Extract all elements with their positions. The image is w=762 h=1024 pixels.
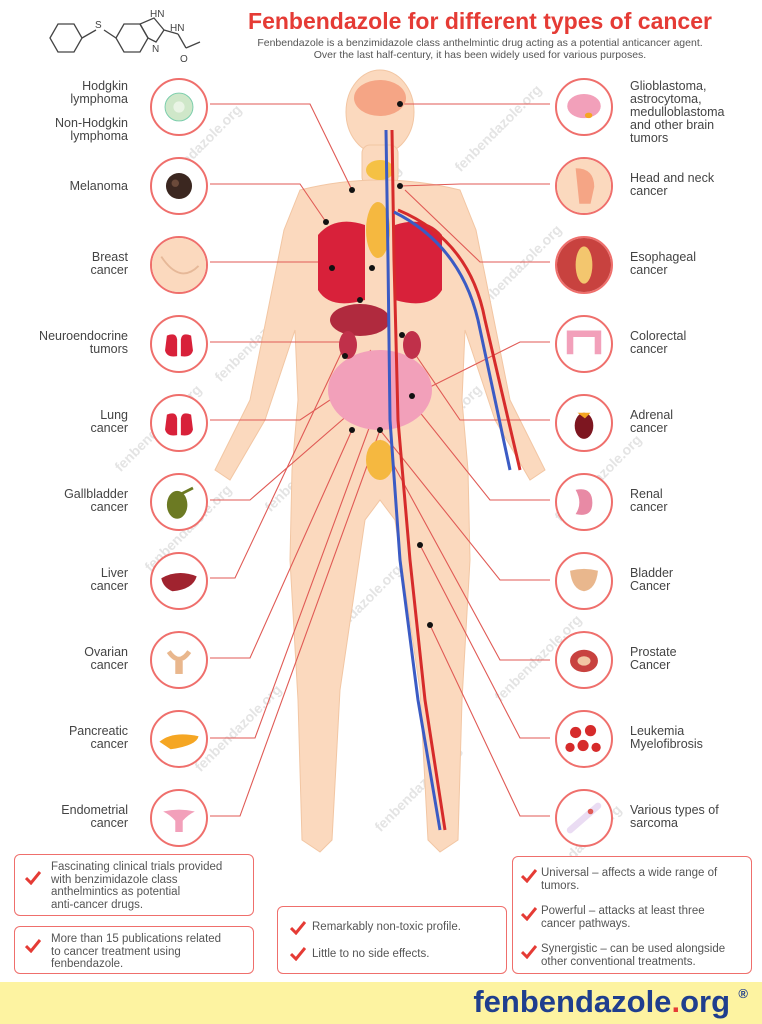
adrenal-icon <box>555 394 613 452</box>
label-melanoma: Melanoma <box>69 179 128 193</box>
molecule-n-label: N <box>152 44 159 55</box>
benefit-universal: Universal – affects a wide range of tumo… <box>541 867 718 892</box>
info-box-safety: Remarkably non-toxic profile. Little to … <box>277 906 507 974</box>
label-colorectal-cancer: Colorectal cancer <box>630 329 687 356</box>
benefit-synergistic: Synergistic – can be used alongside othe… <box>541 943 726 968</box>
label-neuroendocrine-tumors: Neuroendocrine tumors <box>39 329 128 356</box>
safety-item-side-effects: Little to no side effects. <box>312 948 430 960</box>
checkmark-icon <box>290 921 306 935</box>
label-brain-tumors: Glioblastoma, astrocytoma, medulloblasto… <box>630 79 725 145</box>
gallbladder-icon <box>150 473 208 531</box>
label-gallbladder-cancer: Gallbladder cancer <box>64 487 128 514</box>
label-breast-cancer: Breast cancer <box>90 250 128 277</box>
liver-icon <box>150 552 208 610</box>
label-bladder-cancer: Bladder Cancer <box>630 566 674 593</box>
label-head-neck-cancer: Head and neck cancer <box>630 171 715 198</box>
label-renal-cancer: Renal cancer <box>630 487 668 514</box>
label-endometrial-cancer: Endometrial cancer <box>61 803 128 830</box>
label-prostate-cancer: Prostate Cancer <box>630 645 677 672</box>
safety-item-non-toxic: Remarkably non-toxic profile. <box>312 921 461 933</box>
label-non-hodgkin-lymphoma: Non-Hodgkin lymphoma <box>55 116 128 143</box>
brand-tld: org <box>680 984 730 1019</box>
info-box-clinical-trials: Fascinating clinical trials provided wit… <box>14 854 254 916</box>
molecule-structure-icon: S HN N HN O <box>49 9 201 65</box>
page-title: Fenbendazole for different types of canc… <box>248 8 712 34</box>
lymph-node-icon <box>150 78 208 136</box>
label-esophageal-cancer: Esophageal cancer <box>630 250 697 277</box>
lungs-icon <box>150 394 208 452</box>
label-sarcoma: Various types of sarcoma <box>630 803 719 830</box>
benefit-powerful: Powerful – attacks at least three cancer… <box>541 905 705 930</box>
head-neck-icon <box>555 157 613 215</box>
checkmark-icon <box>25 871 41 885</box>
brain-icon <box>555 78 613 136</box>
bladder-icon <box>555 552 613 610</box>
info-box-benefits: Universal – affects a wide range of tumo… <box>512 856 752 974</box>
label-hodgkin-lymphoma: Hodgkin lymphoma <box>70 79 128 106</box>
prostate-icon <box>555 631 613 689</box>
bone-icon <box>555 789 613 847</box>
uterus-icon <box>150 789 208 847</box>
pancreas-icon <box>150 710 208 768</box>
colon-icon <box>555 315 613 373</box>
molecule-hn-label: HN <box>150 9 164 20</box>
checkmark-icon <box>25 939 41 953</box>
breast-icon <box>150 236 208 294</box>
publications-text: More than 15 publications related to can… <box>51 933 222 970</box>
esophagus-icon <box>555 236 613 294</box>
blood-cells-icon <box>555 710 613 768</box>
page-subtitle: Fenbendazole is a benzimidazole class an… <box>205 37 755 61</box>
label-pancreatic-cancer: Pancreatic cancer <box>68 724 128 751</box>
brand-logo[interactable]: fenbendazole.org <box>473 984 730 1020</box>
footer-bar: fenbendazole.org ® <box>0 982 762 1024</box>
checkmark-icon <box>521 907 537 921</box>
label-lung-cancer: Lung cancer <box>90 408 128 435</box>
brand-dot: . <box>671 984 681 1019</box>
molecule-hn2-label: HN <box>170 23 184 34</box>
label-liver-cancer: Liver cancer <box>90 566 128 593</box>
checkmark-icon <box>521 945 537 959</box>
label-leukemia-myelofibrosis: Leukemia Myelofibrosis <box>630 724 703 751</box>
melanoma-icon <box>150 157 208 215</box>
ovary-icon <box>150 631 208 689</box>
registered-mark: ® <box>738 986 748 1001</box>
kidney-icon <box>555 473 613 531</box>
subtitle-line: Fenbendazole is a benzimidazole class an… <box>257 37 703 49</box>
checkmark-icon <box>290 947 306 961</box>
info-box-publications: More than 15 publications related to can… <box>14 926 254 974</box>
checkmark-icon <box>521 869 537 883</box>
clinical-trials-text: Fascinating clinical trials provided wit… <box>51 861 223 911</box>
molecule-o-label: O <box>180 54 188 65</box>
molecule-s-label: S <box>95 20 102 31</box>
neuroendocrine-lungs-icon <box>150 315 208 373</box>
subtitle-line: Over the last half-century, it has been … <box>313 49 647 61</box>
label-ovarian-cancer: Ovarian cancer <box>84 645 128 672</box>
label-adrenal-cancer: Adrenal cancer <box>630 408 674 435</box>
brand-main: fenbendazole <box>473 984 672 1019</box>
